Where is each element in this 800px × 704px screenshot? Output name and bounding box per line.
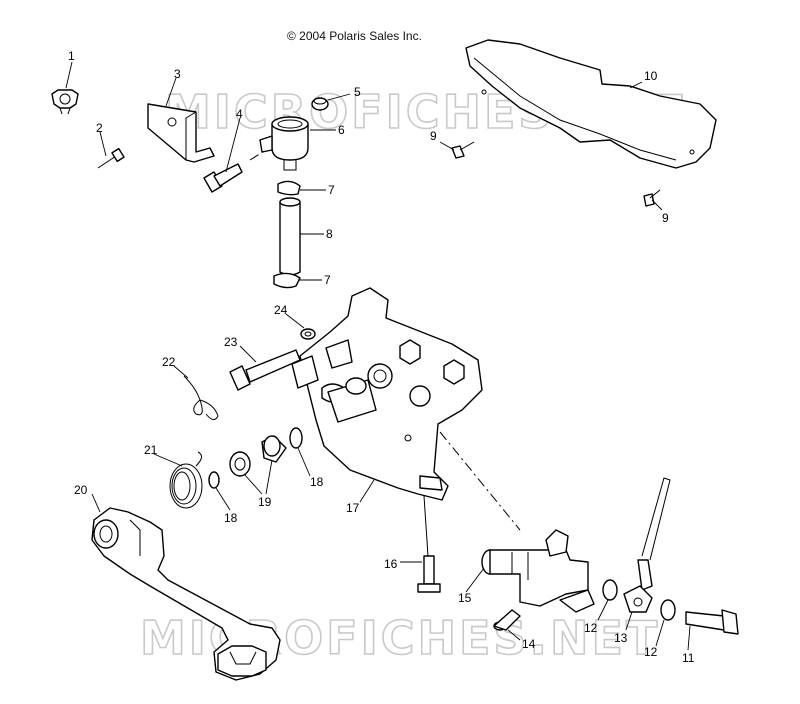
part-18-washer-right — [289, 427, 303, 449]
callout-3: 3 — [174, 67, 181, 81]
part-7-clamp-upper — [277, 180, 301, 196]
part-7-clamp-lower — [273, 272, 301, 289]
callout-9-left: 9 — [430, 129, 437, 143]
part-18-washer-left — [208, 471, 220, 489]
callout-20: 20 — [74, 483, 88, 497]
part-4-bolt — [203, 163, 243, 193]
part-1-clip — [51, 89, 79, 115]
callout-5: 5 — [354, 85, 361, 99]
part-8-hose — [279, 197, 301, 276]
callout-17: 17 — [346, 501, 360, 515]
assembly-line — [249, 149, 267, 161]
callout-24: 24 — [274, 303, 288, 317]
copyright-notice: © 2004 Polaris Sales Inc. — [287, 29, 422, 43]
part-24-washer — [300, 328, 316, 340]
part-17-mount-bracket — [291, 287, 483, 501]
callout-18-right: 18 — [310, 475, 324, 489]
part-12-washer-right — [660, 599, 676, 621]
callout-16: 16 — [384, 557, 398, 571]
callout-2: 2 — [96, 121, 103, 135]
part-14-pin — [493, 609, 521, 631]
assembly-line-bolt — [423, 495, 429, 557]
part-19-bushing-right — [261, 435, 287, 463]
callout-10: 10 — [644, 69, 658, 83]
callout-1: 1 — [68, 49, 75, 63]
callout-7-lower: 7 — [324, 273, 331, 287]
callout-18-left: 18 — [224, 511, 238, 525]
callout-9-right: 9 — [662, 211, 669, 225]
callout-22: 22 — [162, 355, 176, 369]
part-21-return-spring — [169, 451, 203, 509]
part-16-bolt — [417, 555, 441, 593]
callout-8: 8 — [326, 227, 333, 241]
part-22-hairpin-clip — [183, 375, 219, 420]
callout-23: 23 — [224, 335, 238, 349]
callout-19: 19 — [258, 495, 272, 509]
callout-21: 21 — [144, 443, 158, 457]
part-2-pin — [97, 147, 125, 169]
part-5-cap — [311, 97, 329, 111]
part-9-screw-right — [643, 189, 661, 207]
callout-4: 4 — [236, 107, 243, 121]
part-12-washer-left — [602, 579, 618, 601]
callout-7-upper: 7 — [328, 183, 335, 197]
callout-14: 14 — [522, 637, 536, 651]
assembly-line-cylinder — [439, 431, 521, 531]
part-10-heel-guard — [465, 39, 717, 169]
callout-15: 15 — [458, 591, 472, 605]
part-19-bushing-left — [229, 451, 251, 477]
part-13-clevis — [623, 477, 671, 613]
part-9-screw-left — [451, 141, 475, 159]
leader-lines — [65, 61, 691, 651]
part-15-master-cylinder — [481, 529, 595, 613]
part-11-bolt — [685, 609, 739, 635]
callout-13: 13 — [614, 631, 628, 645]
callout-11: 11 — [682, 651, 695, 665]
callout-6: 6 — [338, 123, 345, 137]
callout-12-left: 12 — [584, 621, 598, 635]
part-3-bracket — [147, 103, 215, 163]
part-6-reservoir — [259, 116, 309, 171]
part-23-bolt — [229, 349, 301, 391]
part-20-brake-pedal — [91, 507, 281, 681]
callout-12-right: 12 — [644, 645, 658, 659]
